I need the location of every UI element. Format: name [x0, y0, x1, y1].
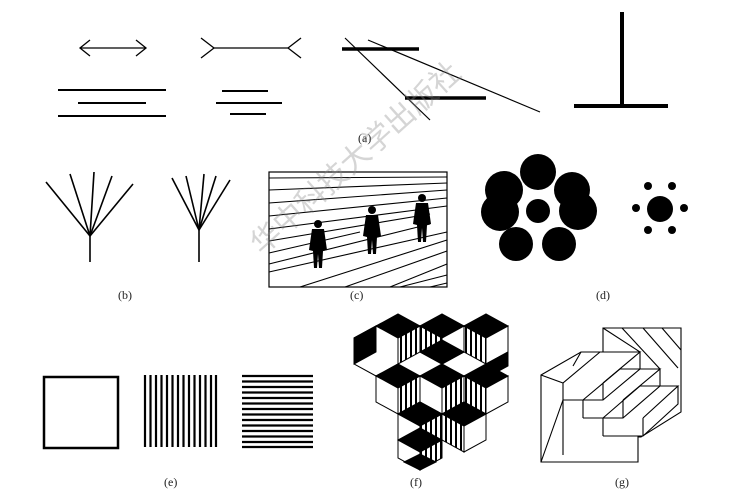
cube-bottom: [396, 427, 444, 471]
panel-b: [45, 171, 231, 262]
branch-figure-wide: [45, 171, 134, 262]
label-b: (b): [118, 288, 132, 302]
horizontal-lines-middle: [216, 90, 282, 115]
horizontal-lines-left: [58, 89, 166, 117]
cube-middle-center: [418, 339, 466, 415]
label-a: (a): [358, 131, 371, 145]
vertical-stripes-square: [143, 375, 218, 447]
label-f: (f): [410, 475, 422, 489]
person-silhouette-front: [309, 220, 327, 268]
muller-lyer-inward-arrow: [78, 39, 148, 57]
panel-g: [540, 327, 682, 463]
panel-e: [42, 374, 313, 450]
ebbinghaus-small-surround: [632, 182, 688, 234]
corridor-perspective-lines: [268, 176, 448, 288]
panel-c: [268, 171, 448, 288]
vertical-horizontal-t-illusion: [574, 12, 668, 108]
ebbinghaus-large-surround: [481, 154, 597, 261]
cube-lower-right: [440, 401, 488, 453]
label-c: (c): [350, 288, 363, 302]
panel-f: [353, 313, 510, 471]
panel-d: [481, 154, 688, 261]
muller-lyer-outward-fins: [200, 37, 302, 59]
label-e: (e): [164, 475, 177, 489]
branch-figure-narrow: [171, 173, 231, 262]
staircase-steps: [540, 327, 682, 463]
label-g: (g): [615, 475, 629, 489]
label-d: (d): [596, 288, 610, 302]
horizontal-stripes-square: [242, 374, 313, 449]
panel-a: [58, 12, 668, 121]
person-silhouette-back: [413, 194, 431, 242]
poggendorff-illusion: [342, 37, 541, 121]
person-silhouette-middle: [363, 206, 381, 254]
plain-square: [42, 375, 120, 450]
cube-top-left: [353, 313, 422, 377]
